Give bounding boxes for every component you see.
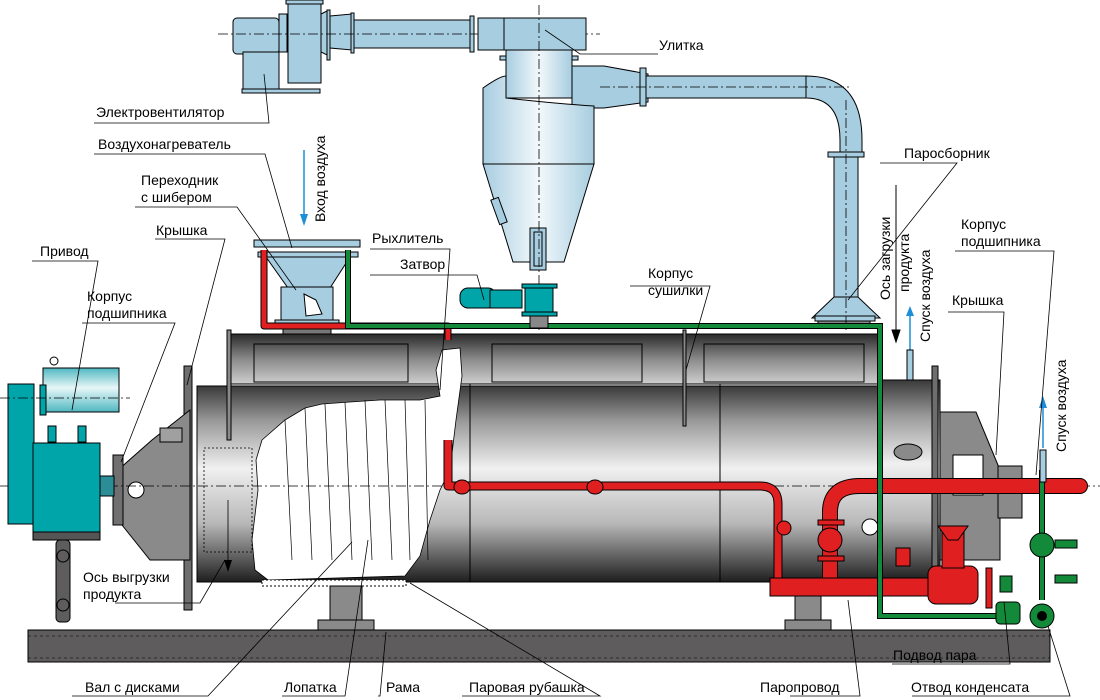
- volute: [477, 17, 587, 51]
- drive: [7, 356, 120, 623]
- label-electric-fan: Электровентилятор: [96, 104, 225, 120]
- label-bearing-left-line2: подшипника: [87, 305, 167, 321]
- air-heater: [253, 239, 361, 335]
- label-shaft-with-discs: Вал с дисками: [85, 679, 180, 695]
- label-steam-jacket: Паровая рубашка: [469, 679, 585, 695]
- label-discharge-axis-line1: Ось выгрузки: [83, 569, 170, 585]
- air-inlet-arrow-head: [300, 214, 308, 226]
- label-discharge-axis-line2: продукта: [83, 586, 142, 602]
- label-adapter-line1: Переходник: [141, 172, 219, 188]
- label-steam-line: Паропровод: [760, 679, 840, 695]
- frame: [27, 629, 1051, 663]
- rotary-valve: [459, 283, 558, 329]
- label-air-inlet: Вход воздуха: [312, 135, 328, 222]
- label-cover-right: Крышка: [952, 292, 1004, 308]
- label-bearing-right-line2: подшипника: [961, 233, 1041, 249]
- steam-pipes: [260, 250, 1088, 588]
- pressure-gauge: [861, 518, 879, 536]
- label-volute: Улитка: [659, 37, 704, 53]
- label-dryer-body-line1: Корпус: [648, 265, 694, 281]
- label-bearing-right-line1: Корпус: [961, 216, 1007, 232]
- label-rotary-valve: Затвор: [400, 256, 446, 272]
- electric-fan: [232, 0, 355, 94]
- label-air-vent-1: Спуск воздуха: [917, 249, 933, 342]
- label-frame: Рама: [386, 679, 421, 695]
- label-loosener: Рыхлитель: [372, 230, 444, 246]
- product-load-axis: [891, 185, 901, 344]
- label-steam-collector: Паросборник: [904, 145, 990, 161]
- label-paddle: Лопатка: [284, 679, 337, 695]
- label-cover-left: Крышка: [156, 222, 208, 238]
- motor: [42, 367, 120, 413]
- label-air-heater: Воздухонагреватель: [98, 136, 231, 152]
- steam-collector-duct: [600, 75, 882, 330]
- air-arrows: [300, 150, 1047, 448]
- steam-valve: [927, 565, 979, 605]
- label-dryer-body-line2: сушилки: [648, 282, 704, 298]
- dryer-body: [112, 329, 1023, 611]
- label-adapter-line2: с шибером: [141, 189, 212, 205]
- label-condensate-outlet: Отвод конденсата: [911, 679, 1030, 695]
- label-bearing-left-line1: Корпус: [87, 288, 133, 304]
- label-load-axis-line2: продукта: [896, 233, 912, 292]
- leader-lines: [32, 29, 1071, 697]
- label-air-vent-2: Спуск воздуха: [1053, 359, 1069, 452]
- label-steam-inlet: Подвод пара: [893, 647, 977, 663]
- cyclone: [477, 5, 649, 330]
- label-load-axis-line1: Ось загрузки: [877, 216, 893, 300]
- right-cover: [931, 365, 939, 577]
- label-drive: Привод: [40, 243, 89, 259]
